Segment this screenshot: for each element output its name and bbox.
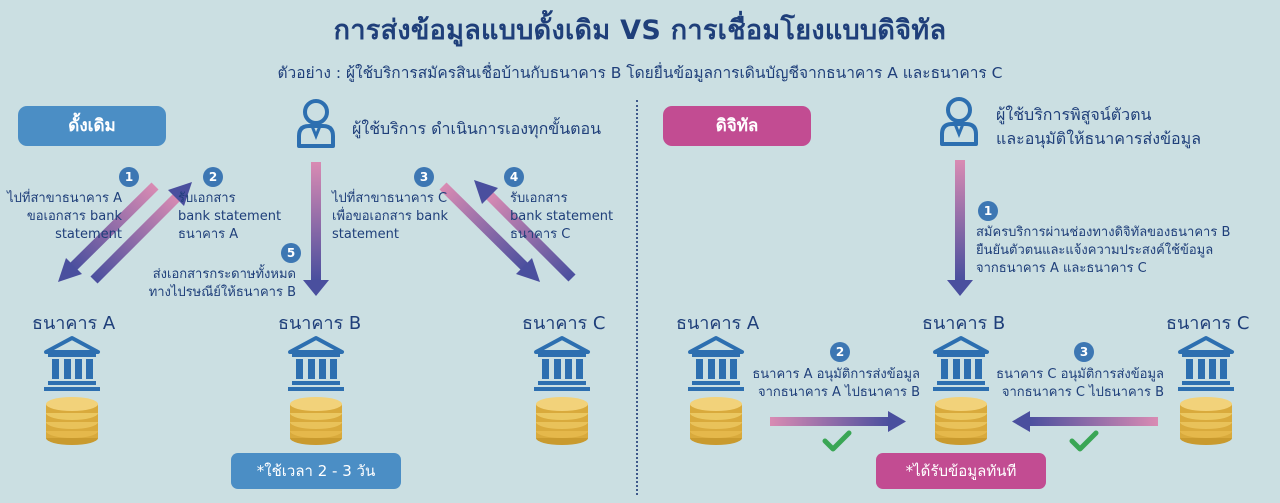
page-title: การส่งข้อมูลแบบดั้งเดิม VS การเชื่อมโยงแ…: [333, 15, 947, 46]
arrow-user-to-bank-b: [303, 162, 329, 296]
bank-icon-a: [686, 336, 746, 393]
coin-stack-c: [536, 397, 588, 445]
check-icon: [822, 430, 852, 452]
check-icon: [1069, 430, 1099, 452]
page-subtitle: ตัวอย่าง : ผู้ใช้บริการสมัครสินเชื่อบ้าน…: [277, 64, 1003, 82]
bank-label-a: ธนาคาร A: [32, 313, 116, 334]
arrow-step-4: [474, 180, 576, 282]
instant-note: *ได้รับข้อมูลทันที: [876, 453, 1046, 489]
bank-icon-b: [286, 336, 346, 393]
bank-icon-a: [42, 336, 102, 393]
traditional-user-label: ผู้ใช้บริการ ดำเนินการเองทุกขั้นตอน: [352, 119, 602, 138]
step-text: ธนาคาร A อนุมัติการส่งข้อมูล จากธนาคาร A…: [752, 367, 920, 400]
traditional-label: ดั้งเดิม: [18, 106, 166, 146]
step-number: 1: [119, 167, 139, 187]
step-number: 2: [203, 167, 223, 187]
digital-user-label: ผู้ใช้บริการพิสูจน์ตัวตน และอนุมัติให้ธน…: [996, 105, 1201, 148]
step-text: รับเอกสาร bank statement ธนาคาร A: [178, 191, 282, 242]
coin-stack-b: [935, 397, 987, 445]
step-text: รับเอกสาร bank statement ธนาคาร C: [510, 191, 614, 242]
bank-label-b: ธนาคาร B: [922, 313, 1006, 334]
step-text: ไปที่สาขาธนาคาร A ขอเอกสาร bank statemen…: [7, 191, 122, 242]
arrow-step-1: [58, 182, 159, 282]
step-number: 2: [830, 342, 850, 362]
step-number: 3: [414, 167, 434, 187]
step-text: สมัครบริการผ่านช่องทางดิจิทัลของธนาคาร B…: [976, 225, 1231, 276]
bank-icon-b: [931, 336, 991, 393]
step-text: ไปที่สาขาธนาคาร C เพื่อขอเอกสาร bank sta…: [332, 191, 448, 242]
time-note: *ใช้เวลา 2 - 3 วัน: [231, 453, 401, 489]
step-number: 4: [504, 167, 524, 187]
bank-icon-c: [532, 336, 592, 393]
bank-label-c: ธนาคาร C: [1166, 313, 1250, 334]
step-text: ธนาคาร C อนุมัติการส่งข้อมูล จากธนาคาร C…: [996, 367, 1164, 400]
coin-stack-b: [290, 397, 342, 445]
user-icon: [940, 97, 978, 146]
step-text: ส่งเอกสารกระดาษทั้งหมด ทางไปรษณีย์ให้ธนา…: [148, 267, 296, 300]
bank-label-a: ธนาคาร A: [676, 313, 760, 334]
bank-label-b: ธนาคาร B: [278, 313, 362, 334]
coin-stack-a: [690, 397, 742, 445]
user-icon: [297, 99, 335, 148]
arrow-c-to-b: [1012, 411, 1158, 432]
step-number: 5: [281, 243, 301, 263]
bank-icon-c: [1176, 336, 1236, 393]
step-number: 3: [1074, 342, 1094, 362]
digital-label: ดิจิทัล: [663, 106, 811, 146]
step-number: 1: [978, 201, 998, 221]
section-divider: [636, 100, 638, 495]
bank-label-c: ธนาคาร C: [522, 313, 606, 334]
arrow-step-2: [90, 182, 192, 284]
arrow-a-to-b: [770, 411, 906, 432]
arrow-step-3: [439, 182, 540, 282]
arrow-user-to-bank-b: [947, 160, 973, 296]
coin-stack-c: [1180, 397, 1232, 445]
coin-stack-a: [46, 397, 98, 445]
